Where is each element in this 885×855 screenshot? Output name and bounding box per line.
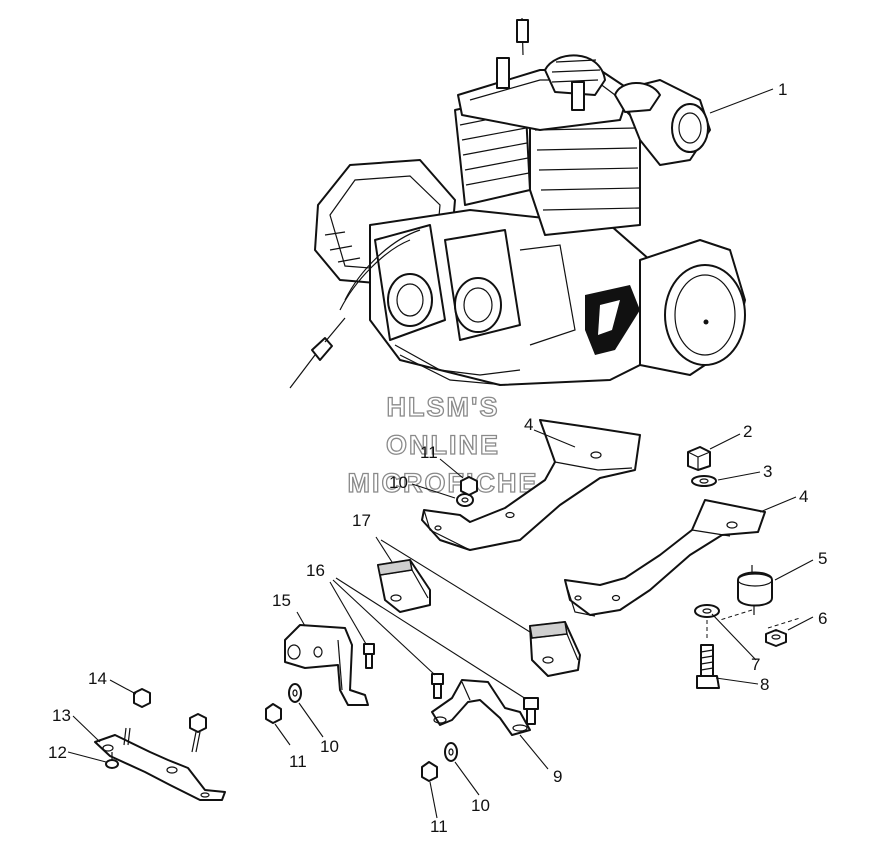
washer-3 [691, 475, 717, 487]
callout-13: 13 [52, 706, 71, 725]
watermark-line-3: MICROFICHE [348, 468, 539, 498]
watermark-line-1: HLSM'S [387, 392, 500, 422]
bolt-16a [363, 643, 375, 669]
callout-6: 6 [818, 609, 827, 628]
callout-10c: 10 [471, 796, 490, 815]
callout-10a: 10 [389, 473, 408, 492]
washer-10b [288, 683, 302, 703]
callout-labels: 1 2 3 4 4 5 6 7 8 9 10 10 10 11 11 11 12… [48, 80, 827, 836]
stud-13 [123, 713, 207, 753]
callout-11c: 11 [430, 817, 448, 836]
nut-11a [460, 476, 478, 496]
callout-11a: 11 [420, 443, 438, 462]
washer-10a [456, 493, 474, 507]
callout-12: 12 [48, 743, 67, 762]
washer-7 [694, 604, 720, 618]
callout-1: 1 [778, 80, 787, 99]
callout-4b: 4 [799, 487, 808, 506]
washer-10c [444, 742, 458, 762]
nut-14 [133, 688, 151, 708]
rubber-block-17a [377, 559, 431, 613]
callout-7: 7 [751, 655, 760, 674]
bolt-8 [696, 620, 720, 689]
bracket-15 [284, 624, 369, 706]
nut-11b [265, 703, 282, 724]
callout-10b: 10 [320, 737, 339, 756]
callout-8: 8 [760, 675, 769, 694]
nut-6 [765, 629, 787, 647]
callout-15: 15 [272, 591, 291, 610]
watermark-line-2: ONLINE [386, 430, 500, 460]
nut-2 [687, 446, 711, 471]
callout-5: 5 [818, 549, 827, 568]
bracket-9 [431, 679, 531, 736]
callout-4a: 4 [524, 415, 533, 434]
leader-lines [67, 88, 814, 819]
bolt-12 [105, 752, 119, 769]
callout-14: 14 [88, 669, 107, 688]
engine-plate-left [421, 419, 641, 551]
nut-11c [421, 761, 438, 782]
engine-assembly [289, 17, 746, 389]
engine-plate-right [564, 499, 766, 617]
callout-3: 3 [763, 462, 772, 481]
watermark: HLSM'S ONLINE MICROFICHE [347, 391, 539, 498]
bolt-16b [431, 673, 444, 699]
bolt-16c [523, 697, 539, 725]
rubber-block-17b [529, 621, 581, 677]
rubber-mount-5 [737, 565, 773, 615]
bracket-13 [94, 734, 226, 801]
callout-2: 2 [743, 422, 752, 441]
callout-17: 17 [352, 511, 371, 530]
callout-9: 9 [553, 767, 562, 786]
callout-11b: 11 [289, 752, 307, 771]
callout-16: 16 [306, 561, 325, 580]
